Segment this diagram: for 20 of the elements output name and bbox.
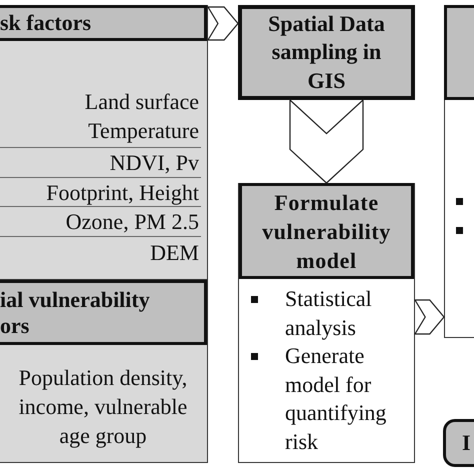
factor-text: Land surface Temperature: [84, 88, 199, 145]
chevron-arrow: [206, 6, 239, 41]
bullet-text: Statistical analysis: [285, 285, 373, 342]
panel-header: Formulate vulnerability model: [239, 183, 414, 279]
factor-text: Footprint, Height: [46, 180, 199, 204]
process-box: Spatial Data sampling in GIS: [238, 5, 415, 100]
process-panel: [238, 183, 415, 463]
header-box: [444, 5, 474, 100]
rounded-box: I: [443, 419, 474, 467]
chevron-arrow: [289, 98, 364, 184]
factor-text: NDVI, Pv: [110, 150, 199, 175]
factor-text: Population density, income, vulnerable age group: [18, 364, 188, 450]
panel-header: sk factors: [0, 5, 207, 41]
panel-header: ial vulnerability ors: [0, 280, 207, 345]
bullet-text: Generate model for quantifying risk: [285, 342, 388, 456]
factor-text: DEM: [150, 240, 199, 264]
chevron-arrow: [414, 299, 445, 335]
factor-panel: [0, 5, 208, 280]
factor-panel: [0, 280, 208, 463]
factor-text: Ozone, PM 2.5: [66, 209, 199, 234]
